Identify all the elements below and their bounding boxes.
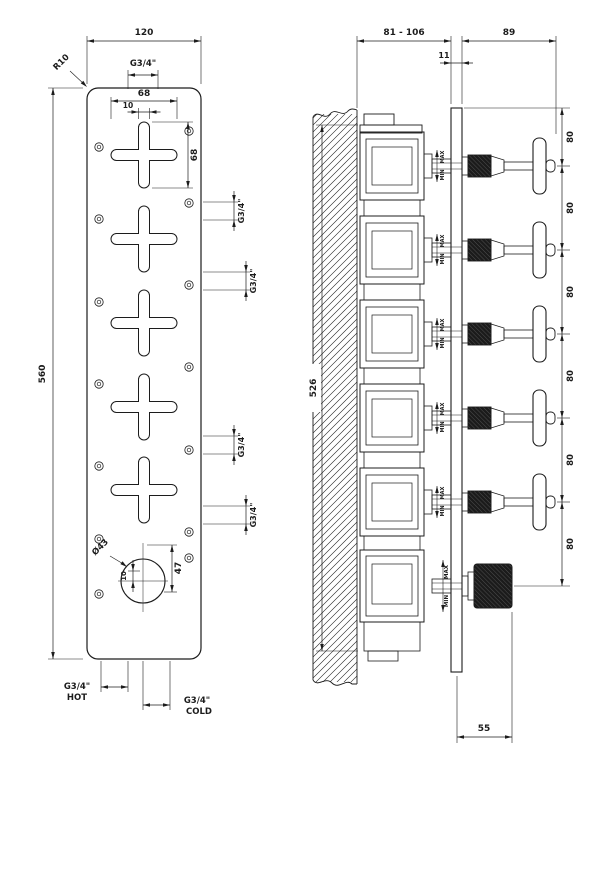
handle-cone: [490, 323, 505, 345]
dim-projection: 89: [503, 28, 516, 38]
wall-break-top: [312, 108, 358, 118]
side-port-label: G3/4": [249, 269, 258, 294]
side-dimensions: 81 - 106 89 11 526 80 80 80 80 80 80 55: [307, 28, 576, 743]
handle-cone: [490, 491, 505, 513]
dim-knob-offset: 10: [120, 571, 128, 581]
cold-port-label: G3/4": [184, 696, 210, 706]
min-label: MIN: [440, 421, 446, 432]
wall-break-bottom: [312, 679, 357, 686]
dim-spacing: 80: [566, 202, 576, 214]
dim-depth-range: 81 - 106: [383, 28, 424, 38]
wall-hatching: [313, 114, 357, 682]
dim-plate-width: 120: [135, 28, 154, 38]
hot-label: HOT: [67, 693, 87, 703]
hot-port-label: G3/4": [64, 682, 90, 692]
max-label: MAX: [444, 564, 450, 579]
dim-cross-slot: 10: [123, 101, 133, 110]
dim-spacing: 80: [566, 538, 576, 550]
min-label: MIN: [444, 595, 450, 608]
max-label: MAX: [440, 319, 446, 332]
dim-corner-radius: R10: [52, 52, 72, 72]
dim-plate-thickness: 11: [438, 51, 450, 60]
side-view: MAX MIN MAX MIN MAX MIN MAX MIN MAX MIN MAX MIN: [312, 107, 556, 686]
dim-spacing: 80: [566, 370, 576, 382]
cold-label: COLD: [186, 707, 212, 717]
handle-cone: [490, 239, 505, 261]
handle-cone: [490, 155, 505, 177]
side-port-label: G3/4": [237, 199, 246, 224]
front-view: [86, 87, 202, 660]
max-label: MAX: [440, 487, 446, 500]
dim-cross-width: 68: [138, 89, 151, 99]
min-label: MIN: [440, 337, 446, 348]
min-label: MIN: [440, 253, 446, 264]
dim-overall-height: 560: [38, 365, 48, 384]
handle-cone: [490, 407, 505, 429]
top-port-label: G3/4": [130, 59, 156, 69]
side-port-label: G3/4": [249, 503, 258, 528]
dim-body-height: 526: [309, 379, 319, 398]
min-label: MIN: [440, 505, 446, 516]
side-port-label: G3/4": [237, 433, 246, 458]
dim-knob-height: 47: [174, 562, 184, 575]
min-label: MIN: [440, 169, 446, 180]
dim-spacing: 80: [566, 286, 576, 298]
dim-knob-diameter: Ø43: [90, 537, 111, 558]
max-label: MAX: [440, 151, 446, 164]
dim-knob-width: 55: [478, 724, 491, 734]
max-label: MAX: [440, 403, 446, 416]
dim-spacing: 80: [566, 131, 576, 143]
dim-spacing: 80: [566, 454, 576, 466]
max-label: MAX: [440, 235, 446, 248]
dim-cross-height: 68: [190, 149, 200, 162]
